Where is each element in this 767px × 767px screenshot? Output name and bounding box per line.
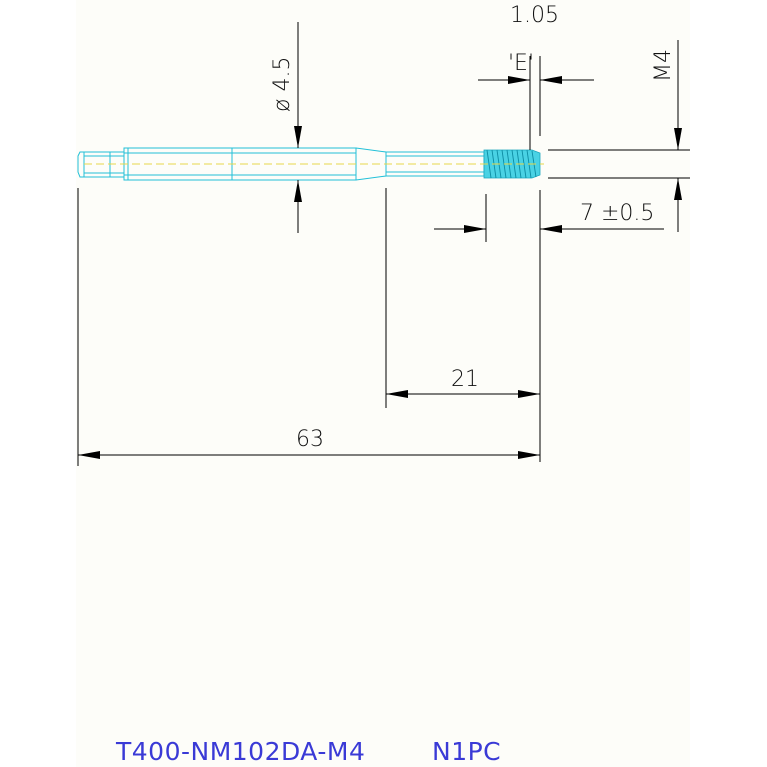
overall-length-label: 63 [296,427,324,452]
neck-length-label: 21 [451,367,479,392]
thread-pitch-label: 1.05 [510,3,559,28]
dim-thread-size: M4 [548,40,690,232]
dim-shank-diameter: ø 4.5 [270,22,302,233]
dim-overall-length: 63 [77,188,540,466]
dim-thread-pitch: 1.05 'E' [478,3,594,150]
thread-length-label: 7 ±0.5 [580,201,654,226]
dim-neck-length: 21 [385,188,540,408]
chamfer-label: 'E' [508,51,534,76]
part-number: T400-NM102DA-M4 [115,737,365,766]
part-code: N1PC [432,737,501,766]
paper-sheet [76,0,690,767]
tap-tool-outline [77,147,544,181]
shank-diameter-label: ø 4.5 [270,57,295,112]
dim-thread-length: 7 ±0.5 [434,190,664,462]
thread-size-label: M4 [651,49,676,82]
